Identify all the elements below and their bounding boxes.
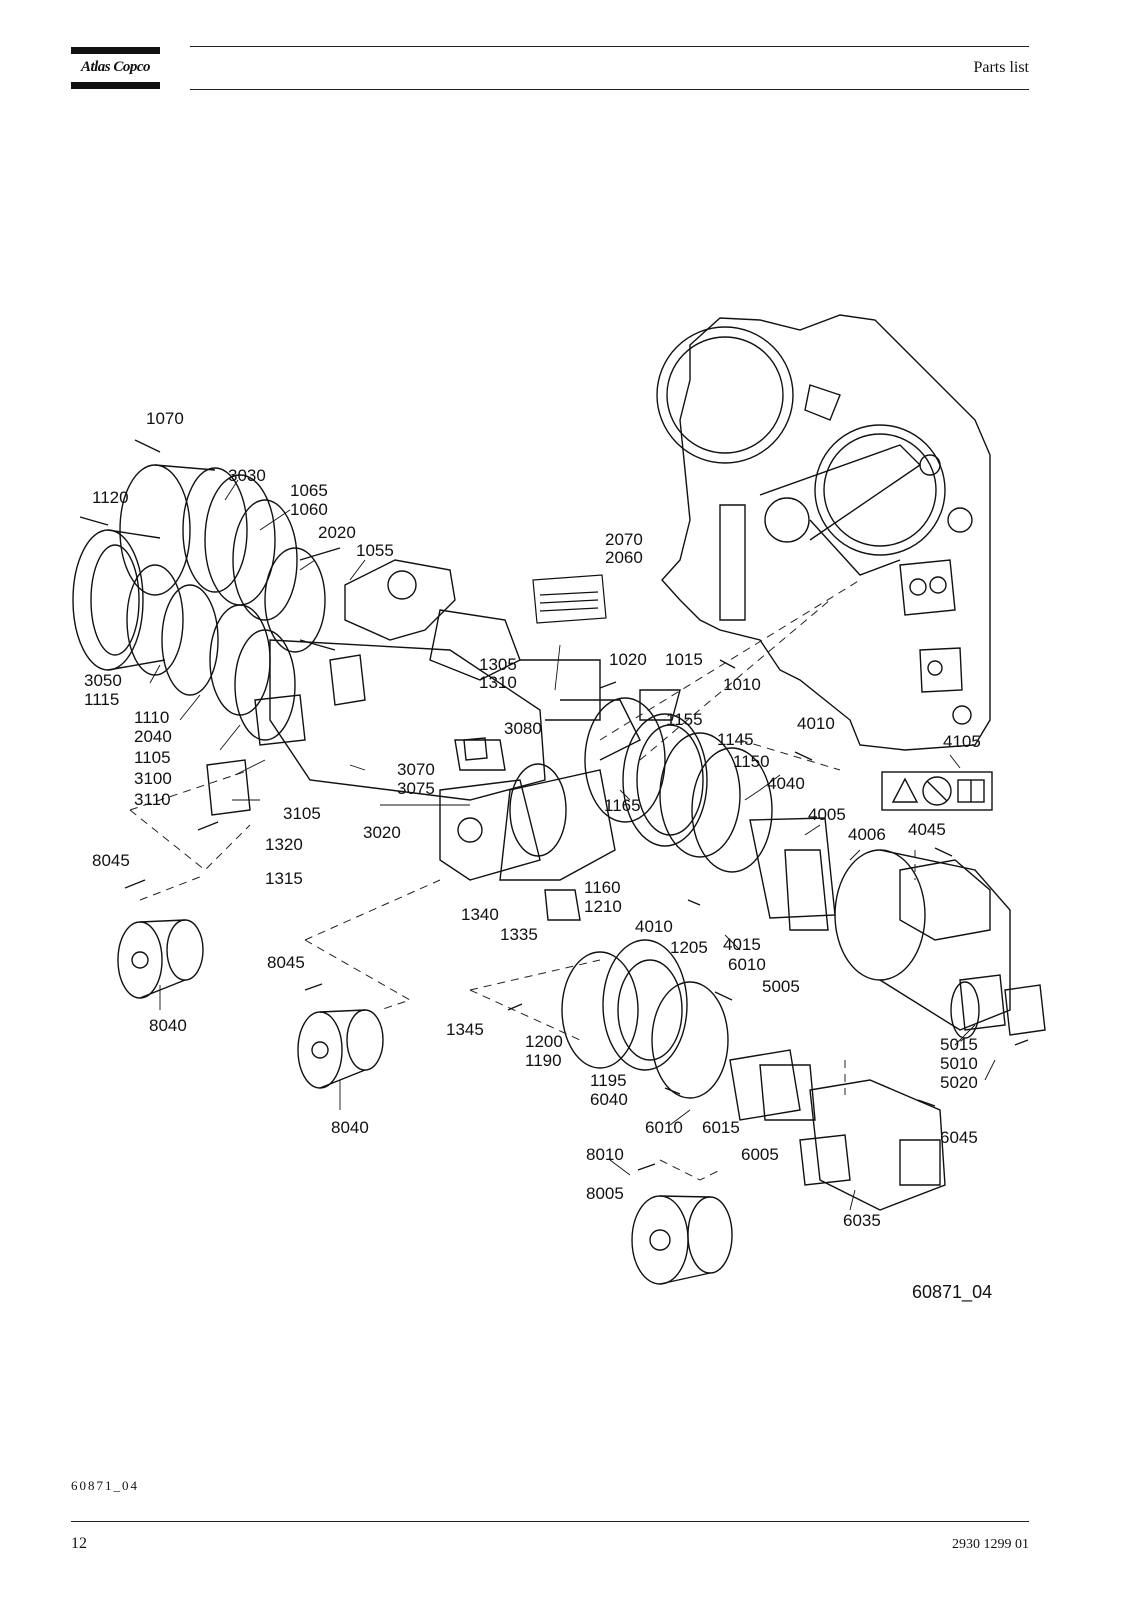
page-header-title: Parts list <box>973 59 1029 76</box>
callout-6010: 6010 <box>728 955 766 974</box>
callout-4015: 4015 <box>723 935 761 954</box>
callout-1015: 1015 <box>665 650 703 669</box>
callout-5020: 5020 <box>940 1073 978 1092</box>
gear-casing <box>656 314 991 751</box>
callout-4040: 4040 <box>767 774 805 793</box>
callout-8045: 8045 <box>267 953 305 972</box>
callout-1320: 1320 <box>265 835 303 854</box>
callout-8045: 8045 <box>92 851 130 870</box>
brand-logo: Atlas Copco <box>80 59 151 75</box>
figure-id-label: 60871_04 <box>912 1282 992 1303</box>
callout-1340: 1340 <box>461 905 499 924</box>
callout-1335: 1335 <box>500 925 538 944</box>
callout-1205: 1205 <box>670 938 708 957</box>
callout-1110: 1110 <box>134 708 169 727</box>
callout-3030: 3030 <box>228 466 266 485</box>
callout-3075: 3075 <box>397 779 435 798</box>
callout-6005: 6005 <box>741 1145 779 1164</box>
callout-1120: 1120 <box>92 488 129 507</box>
compressor-casing <box>254 559 641 881</box>
callout-4045: 4045 <box>908 820 946 839</box>
logo-bar-bottom <box>71 82 160 89</box>
callout-4105: 4105 <box>943 732 981 751</box>
page-number: 12 <box>71 1535 87 1552</box>
callout-6035: 6035 <box>843 1211 881 1230</box>
logo-bar-top <box>71 47 160 54</box>
callout-1145: 1145 <box>717 730 754 749</box>
callout-5005: 5005 <box>762 977 800 996</box>
cover-plates <box>206 737 581 921</box>
seal-rings-middle <box>584 689 773 873</box>
callout-1310: 1310 <box>479 673 517 692</box>
callout-6040: 6040 <box>590 1090 628 1109</box>
callout-1060: 1060 <box>290 500 328 519</box>
callout-8040: 8040 <box>331 1118 369 1137</box>
callout-1065: 1065 <box>290 481 328 500</box>
callout-3100: 3100 <box>134 769 172 788</box>
nameplate <box>532 574 607 624</box>
callout-1150: 1150 <box>733 752 770 771</box>
header-rule-top <box>190 46 1029 47</box>
callout-5010: 5010 <box>940 1054 978 1073</box>
callout-3105: 3105 <box>283 804 321 823</box>
callout-2070: 2070 <box>605 530 643 549</box>
callout-1070: 1070 <box>146 409 184 428</box>
callout-1155: 1155 <box>666 710 703 729</box>
callout-2020: 2020 <box>318 523 356 542</box>
header-rule-bottom <box>190 89 1029 90</box>
callout-1165: 1165 <box>604 796 641 815</box>
callout-4010: 4010 <box>797 714 835 733</box>
callout-6015: 6015 <box>702 1118 740 1137</box>
callout-1020: 1020 <box>609 650 647 669</box>
callout-1305: 1305 <box>479 655 517 674</box>
assembly-guide-lines <box>129 579 916 1181</box>
callout-1190: 1190 <box>525 1051 562 1070</box>
callout-1210: 1210 <box>584 897 622 916</box>
callout-1055: 1055 <box>356 541 394 560</box>
callout-2040: 2040 <box>134 727 172 746</box>
callout-1115: 1115 <box>84 690 119 709</box>
callout-8005: 8005 <box>586 1184 624 1203</box>
document-number: 2930 1299 01 <box>952 1537 1029 1552</box>
callout-4005: 4005 <box>808 805 846 824</box>
callout-4006: 4006 <box>848 825 886 844</box>
safety-label <box>881 771 993 811</box>
leader-lines <box>149 479 996 1211</box>
pipe-flanges <box>117 919 733 1285</box>
callout-8040: 8040 <box>149 1016 187 1035</box>
outlet-housing-4000 <box>749 817 1046 1039</box>
callout-1200: 1200 <box>525 1032 563 1051</box>
rotor-housing-assembly <box>72 464 341 741</box>
callout-1195: 1195 <box>590 1071 627 1090</box>
footer-rule <box>71 1521 1029 1522</box>
no-symbol-icon <box>922 776 952 806</box>
callout-3020: 3020 <box>363 823 401 842</box>
callout-1010: 1010 <box>723 675 761 694</box>
callout-3070: 3070 <box>397 760 435 779</box>
callout-3110: 3110 <box>134 790 171 809</box>
callout-1160: 1160 <box>584 878 621 897</box>
callout-6045: 6045 <box>940 1128 978 1147</box>
warning-triangle-icon <box>891 777 919 803</box>
callout-1315: 1315 <box>265 869 303 888</box>
bolts <box>79 439 1029 1171</box>
callout-6010: 6010 <box>645 1118 683 1137</box>
callout-4010: 4010 <box>635 917 673 936</box>
footer-figure-ref: 60871_04 <box>71 1478 139 1493</box>
callout-1105: 1105 <box>134 748 171 767</box>
outlet-housing-6000 <box>561 939 946 1211</box>
callout-5015: 5015 <box>940 1035 978 1054</box>
callout-8010: 8010 <box>586 1145 624 1164</box>
callout-3050: 3050 <box>84 671 122 690</box>
callout-1345: 1345 <box>446 1020 484 1039</box>
callout-2060: 2060 <box>605 548 643 567</box>
callout-3080: 3080 <box>504 719 542 738</box>
